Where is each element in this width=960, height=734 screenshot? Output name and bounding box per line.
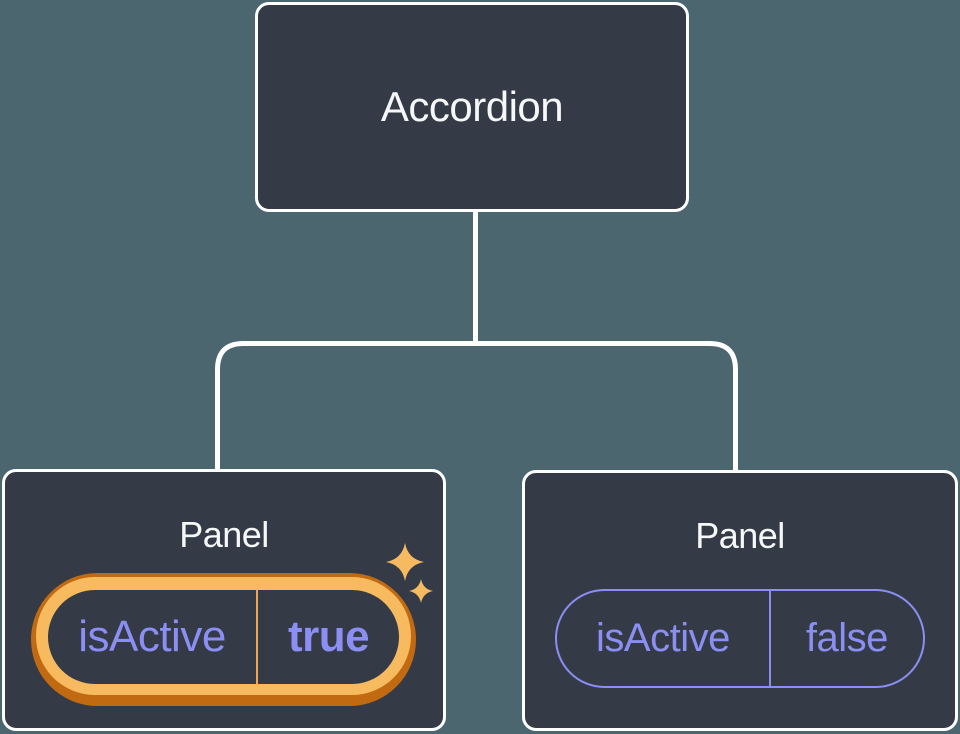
panel-title: Panel [695,515,785,556]
prop-badge-active-highlight-ring: isActive true [31,573,416,706]
connector-bracket [215,341,738,474]
prop-name-label: isActive [596,616,730,660]
accordion-node-label: Accordion [380,83,564,130]
prop-badge-active-inner-ring: isActive true [36,577,411,695]
accordion-node: Accordion [255,2,689,212]
panel-node-active: Panel isActive true [2,469,446,731]
sparkle-icon [386,543,433,603]
panel-node-inactive: Panel isActive false [522,470,958,731]
panel-title: Panel [179,514,269,555]
prop-value-label: false [805,616,889,660]
prop-badge-inactive: isActive false [555,589,925,688]
prop-value-label: true [287,612,370,661]
prop-badge-divider [256,590,258,684]
prop-badge-divider [768,591,771,686]
prop-badge-active: isActive true [48,590,399,684]
prop-name-label: isActive [78,612,226,661]
